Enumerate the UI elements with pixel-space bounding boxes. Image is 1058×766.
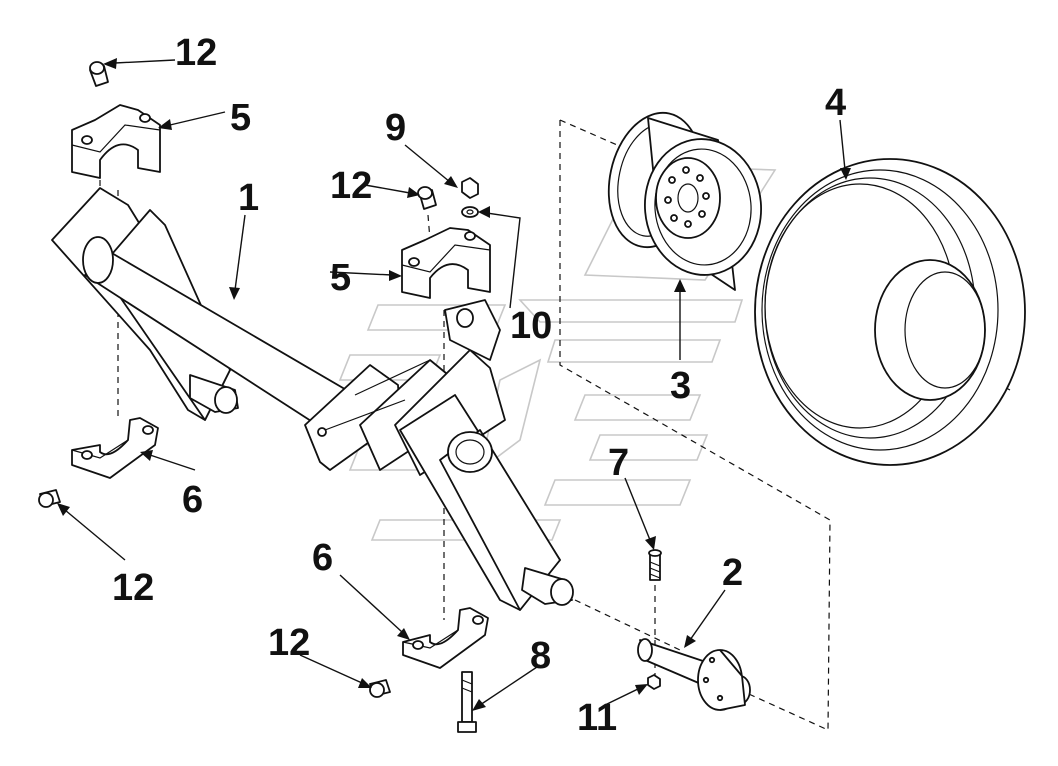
callout-12-bottom: 12 — [268, 622, 310, 664]
washer — [461, 206, 479, 218]
lock-nut — [461, 177, 479, 199]
grease-fitting-top — [89, 61, 109, 87]
callout-2: 2 — [722, 552, 743, 594]
callout-12-left: 12 — [112, 567, 154, 609]
callout-1: 1 — [238, 177, 259, 219]
grease-fitting-left — [38, 489, 61, 508]
callout-12-middle: 12 — [330, 165, 372, 207]
callout-5-middle: 5 — [330, 257, 351, 299]
callout-8: 8 — [530, 635, 551, 677]
grease-fitting-middle — [417, 186, 437, 210]
lower-clamp-bottom — [402, 607, 489, 669]
callout-4: 4 — [825, 82, 846, 124]
tire — [754, 158, 1026, 466]
upper-clamp-left — [71, 104, 161, 179]
upper-clamp-middle — [401, 227, 491, 299]
axle-tube — [51, 187, 574, 611]
lower-clamp-left — [71, 417, 159, 479]
callout-labels: 12 5 1 9 12 5 10 4 3 6 12 7 2 6 12 8 11 — [112, 32, 846, 739]
wheel-rim — [607, 111, 762, 291]
bolt-8 — [457, 671, 477, 733]
callout-11: 11 — [577, 697, 617, 739]
callout-5-left: 5 — [230, 97, 251, 139]
grease-fitting-bottom — [369, 679, 391, 698]
callout-9: 9 — [385, 107, 406, 149]
callout-3: 3 — [670, 365, 691, 407]
callout-7: 7 — [608, 442, 629, 484]
leader-lines — [57, 58, 851, 711]
callout-12-top: 12 — [175, 32, 217, 74]
callout-10: 10 — [510, 305, 552, 347]
bolt-7 — [648, 549, 662, 581]
callout-6-bottom: 6 — [312, 537, 333, 579]
small-nut — [647, 674, 661, 690]
callout-6-left: 6 — [182, 479, 203, 521]
spindle-hub — [637, 638, 751, 711]
